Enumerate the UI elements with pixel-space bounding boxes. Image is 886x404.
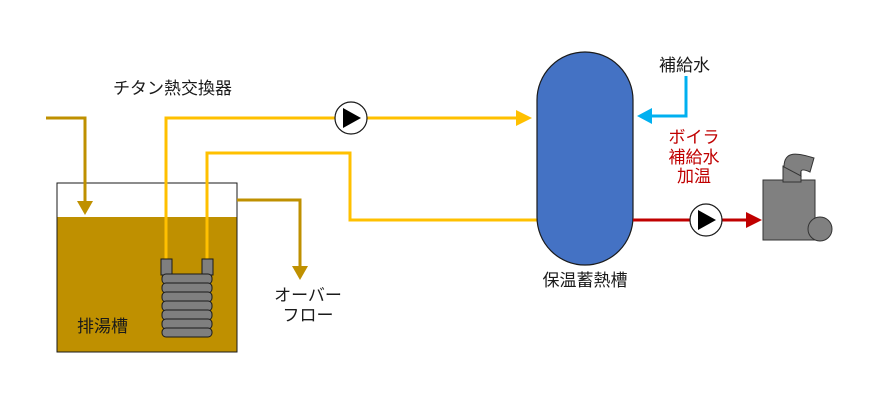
overflow-pipe xyxy=(237,198,308,280)
makeup-water-label: 補給水 xyxy=(659,56,710,76)
boiler-icon xyxy=(762,153,833,242)
drain-inflow-pipe xyxy=(46,116,93,215)
storage-tank xyxy=(536,51,634,266)
coil-icon xyxy=(160,258,214,338)
loop-supply-pipe xyxy=(164,116,335,263)
boiler-label-line3: 加温 xyxy=(677,167,711,188)
storage-tank-label: 保温蓄熱槽 xyxy=(542,271,628,291)
overflow-label-line1: オーバー xyxy=(274,286,342,306)
overflow-arrowhead xyxy=(292,266,308,280)
overflow-label: オーバー フロー xyxy=(263,286,353,326)
pump-icon xyxy=(334,101,368,135)
boiler-makeup-label: ボイラ 補給水 加温 xyxy=(664,128,724,188)
makeup-water-arrowhead xyxy=(637,108,652,124)
pump-icon xyxy=(689,203,723,237)
boiler-pipe-arrowhead xyxy=(746,212,762,228)
loop-return-pipe xyxy=(205,151,538,263)
loop-supply-arrowhead xyxy=(516,110,532,126)
drain-inflow-arrowhead xyxy=(77,201,93,215)
titanium-hx-label: チタン熱交換器 xyxy=(113,79,232,99)
boiler-pipe xyxy=(633,212,762,228)
boiler-label-line2: 補給水 xyxy=(668,147,720,168)
drain-tank-label: 排湯槽 xyxy=(77,317,128,337)
boiler-label-line1: ボイラ xyxy=(668,128,720,148)
overflow-label-line2: フロー xyxy=(282,305,334,326)
makeup-water-pipe xyxy=(637,76,688,124)
titanium-hx-loop xyxy=(164,110,538,263)
drain-tank-outline xyxy=(56,182,238,353)
